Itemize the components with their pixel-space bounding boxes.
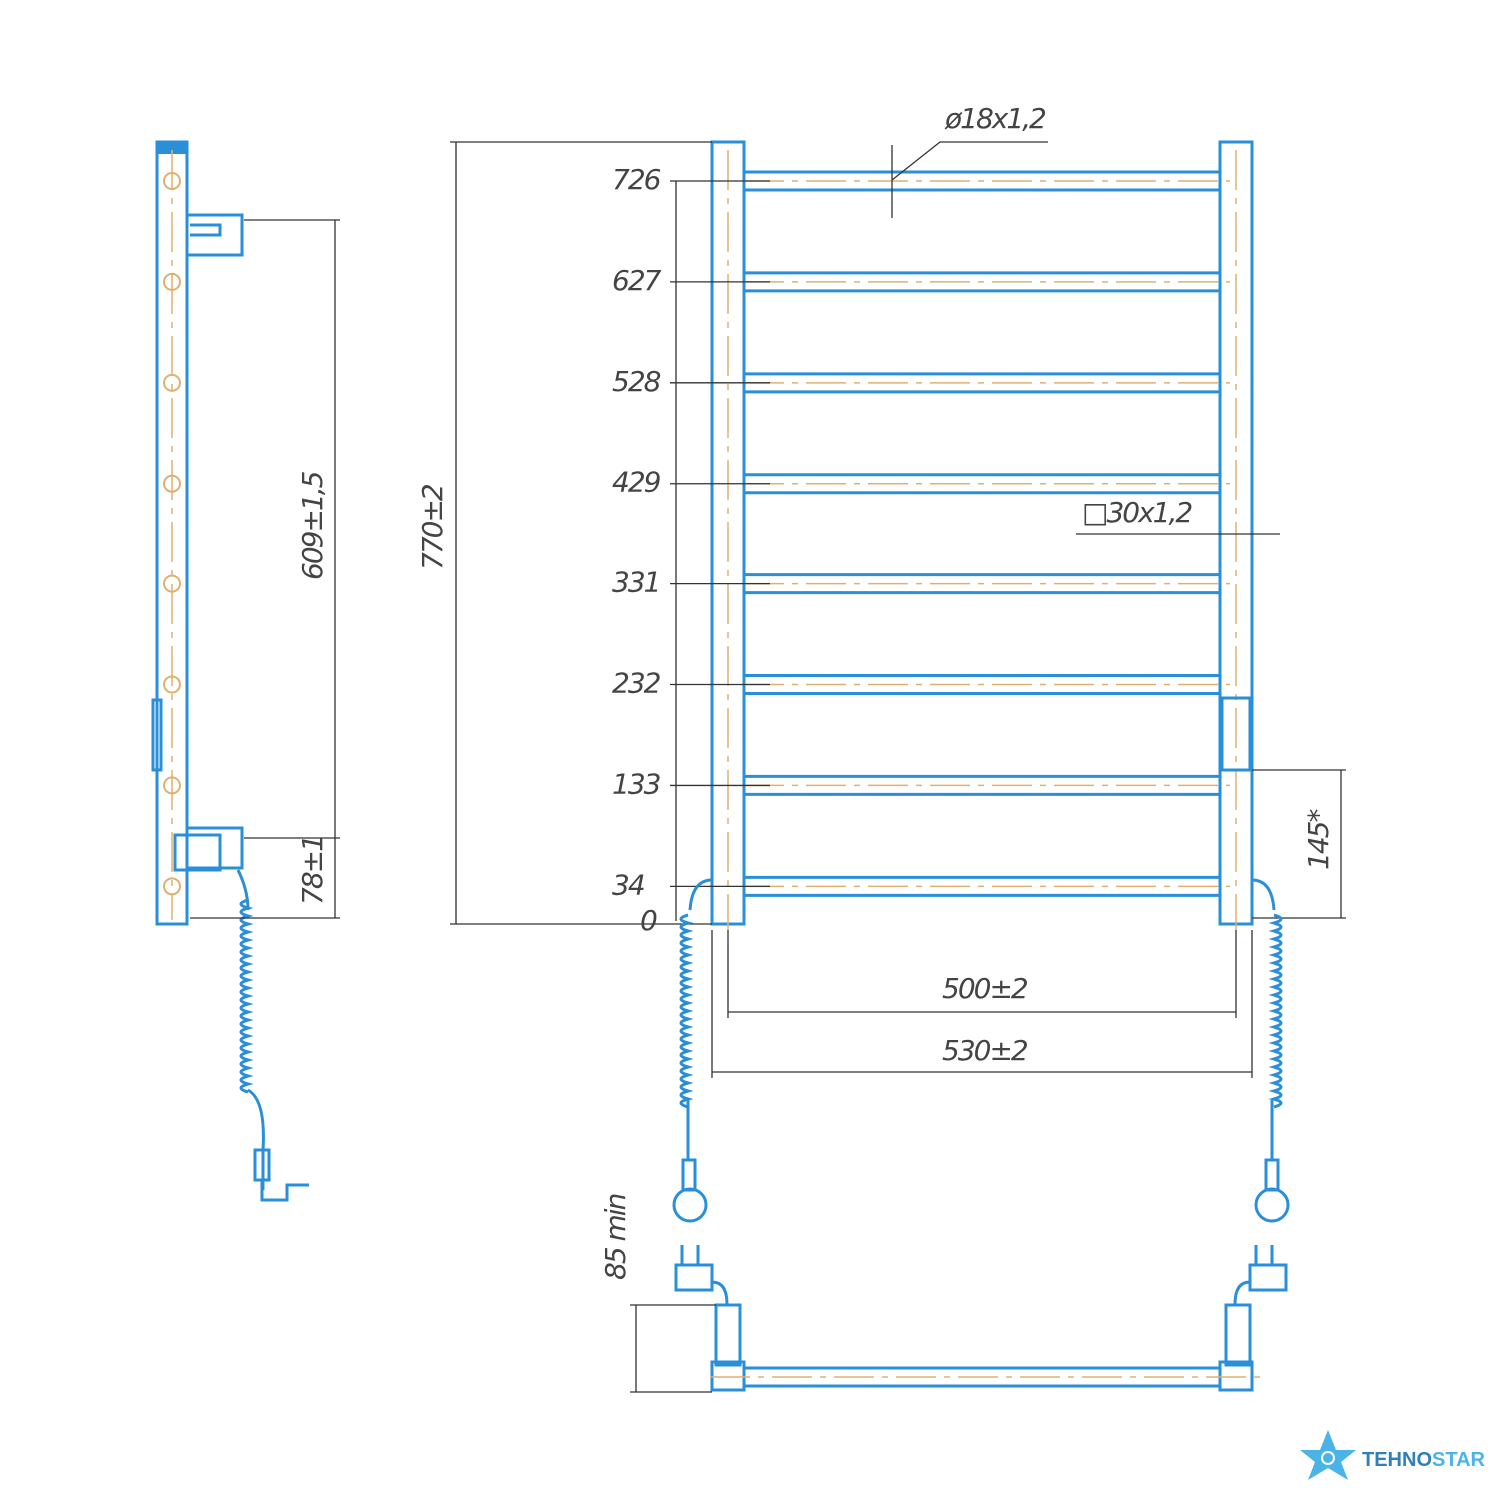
rail-height-label: 429: [612, 466, 661, 499]
rail-height-label: 331: [612, 566, 659, 599]
svg-text:TEHNOSTAR: TEHNOSTAR: [1362, 1449, 1486, 1471]
rail: [744, 170, 1230, 192]
rail-height-label: 232: [612, 667, 661, 700]
rail-end: [163, 877, 181, 896]
zero-label: 0: [640, 904, 657, 937]
power-icon: [1321, 1451, 1335, 1465]
rail-height-label: 726: [612, 163, 661, 196]
heater-connector: [1220, 696, 1252, 772]
rail: [744, 573, 1230, 595]
rail: [744, 774, 1230, 796]
rail-height-label: 133: [612, 767, 661, 800]
rail: [744, 875, 1230, 897]
profile-size-label: □30x1,2: [1082, 496, 1192, 529]
rail: [744, 372, 1230, 394]
mount-spacing-label: 609±1,5: [296, 471, 329, 580]
min-clearance-label: 85 min: [599, 1194, 632, 1280]
rail-height-label: 34: [612, 868, 644, 901]
rail-end: [163, 373, 181, 392]
rail-end: [163, 574, 181, 593]
rail: [744, 674, 1230, 696]
rail-height-label: 627: [612, 264, 662, 297]
rail-end: [163, 474, 181, 493]
rail: [744, 473, 1230, 495]
rail-end: [163, 675, 181, 694]
side-view: 609±1,5 78±1: [151, 140, 340, 1202]
outer-width-label: 530±2: [942, 1034, 1028, 1067]
rail-end: [163, 776, 181, 795]
brand-part2: STAR: [1432, 1449, 1486, 1471]
tube-diameter-label: ø18x1,2: [944, 102, 1046, 135]
bottom-mount-label: 78±1: [296, 836, 329, 905]
inner-width-label: 500±2: [942, 972, 1028, 1005]
rail: [744, 271, 1230, 293]
connector-height-label: 145*: [1302, 809, 1335, 870]
rail-end: [163, 272, 181, 291]
star-icon: [1300, 1430, 1356, 1480]
brand-logo: TEHNOSTAR: [1300, 1430, 1486, 1480]
rail-height-label: 528: [612, 365, 661, 398]
total-height-label: 770±2: [416, 484, 449, 570]
brand-part1: TEHNO: [1362, 1449, 1432, 1471]
rail-end: [163, 172, 181, 190]
